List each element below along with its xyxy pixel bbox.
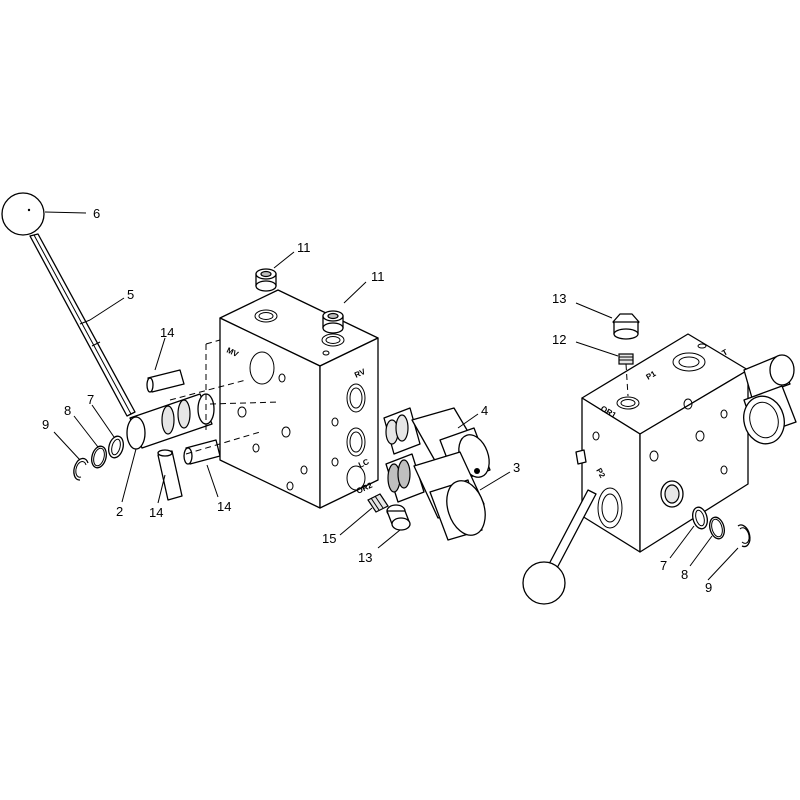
callout-11-b: 11: [371, 269, 385, 284]
callout-4: 4: [481, 403, 488, 418]
part-8-washer-right: [709, 516, 725, 540]
part-12-set-screw: [618, 353, 634, 397]
callout-8-left: 8: [64, 403, 71, 418]
part-13-plug-right: [612, 313, 640, 340]
callout-2: 2: [116, 504, 123, 519]
callout-leaders: [44, 211, 739, 581]
part-3-relief-cartridge: [385, 451, 486, 541]
callout-7-left: 7: [87, 392, 94, 407]
part-11-plug-a: [255, 268, 277, 292]
part-6-ball-knob: [1, 192, 45, 236]
callout-11-a: 11: [297, 240, 311, 255]
part-7-ring-right: [692, 506, 708, 530]
stamp-p2: P2: [594, 467, 607, 480]
callout-15: 15: [322, 531, 336, 546]
part-7-ring-left: [108, 435, 124, 459]
stamp-rv: RV: [353, 367, 367, 380]
part-15-set-screw: [367, 493, 389, 513]
callout-12: 12: [552, 332, 566, 347]
callout-9-left: 9: [42, 417, 49, 432]
part-14-pin-lower: [183, 439, 221, 465]
part-14-pin-vertical: [157, 449, 183, 501]
right-spool-end: [660, 480, 684, 508]
part-13-plug-left: [386, 504, 411, 531]
callout-5: 5: [127, 287, 134, 302]
part-8-washer-left: [91, 445, 107, 469]
callout-13-left: 13: [358, 550, 372, 565]
callout-8-right: 8: [681, 567, 688, 582]
part-14-pin-upper: [146, 369, 185, 393]
callout-7-right: 7: [660, 558, 667, 573]
callout-3: 3: [513, 460, 520, 475]
stamp-t: T: [721, 347, 730, 357]
part-11-plug-b: [322, 310, 344, 334]
right-lever-rod: [547, 489, 597, 571]
part-9-snap-ring-right: [737, 524, 751, 548]
callout-6: 6: [93, 206, 100, 221]
callout-9-right: 9: [705, 580, 712, 595]
right-cartridges: [743, 354, 797, 445]
part-5-lever-rod: [29, 233, 136, 417]
callout-13-right: 13: [552, 291, 566, 306]
right-valve-body: P1 T OR1 P2: [575, 333, 749, 553]
stamp-p1: P1: [645, 369, 658, 382]
callout-14-vertical: 14: [149, 505, 163, 520]
part-2-spool: [126, 393, 215, 450]
stamp-lc: LC: [357, 457, 371, 470]
right-ball-knob: [522, 561, 566, 605]
callout-14-upper: 14: [160, 325, 174, 340]
callout-labels: 6 5 14 7 8 9 2 14 14 11 11 4 3 15 13 13 …: [42, 206, 712, 595]
callout-14-lower: 14: [217, 499, 231, 514]
part-9-snap-ring-left: [73, 457, 89, 481]
